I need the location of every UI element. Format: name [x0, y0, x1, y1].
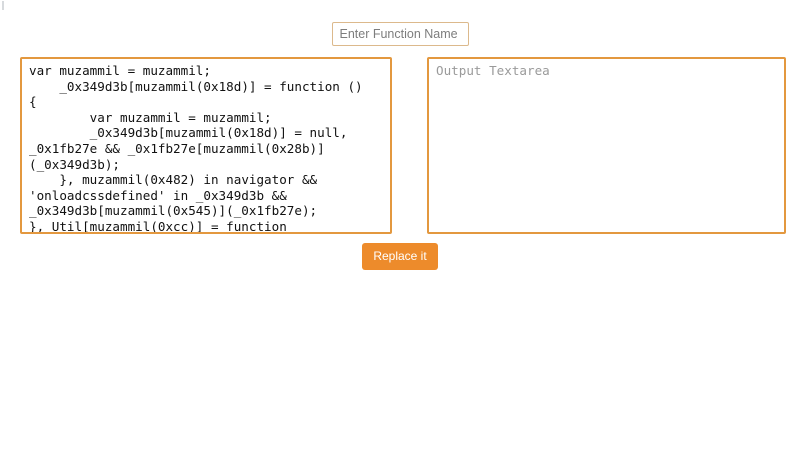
replace-it-button[interactable]: Replace it: [362, 243, 438, 270]
output-textarea[interactable]: [427, 57, 786, 234]
function-name-input[interactable]: [331, 22, 469, 46]
render-artifact: [2, 1, 4, 10]
code-input-textarea[interactable]: [20, 57, 392, 234]
editor-row: [20, 57, 786, 234]
function-name-row: [0, 22, 800, 46]
button-row: Replace it: [0, 243, 800, 270]
